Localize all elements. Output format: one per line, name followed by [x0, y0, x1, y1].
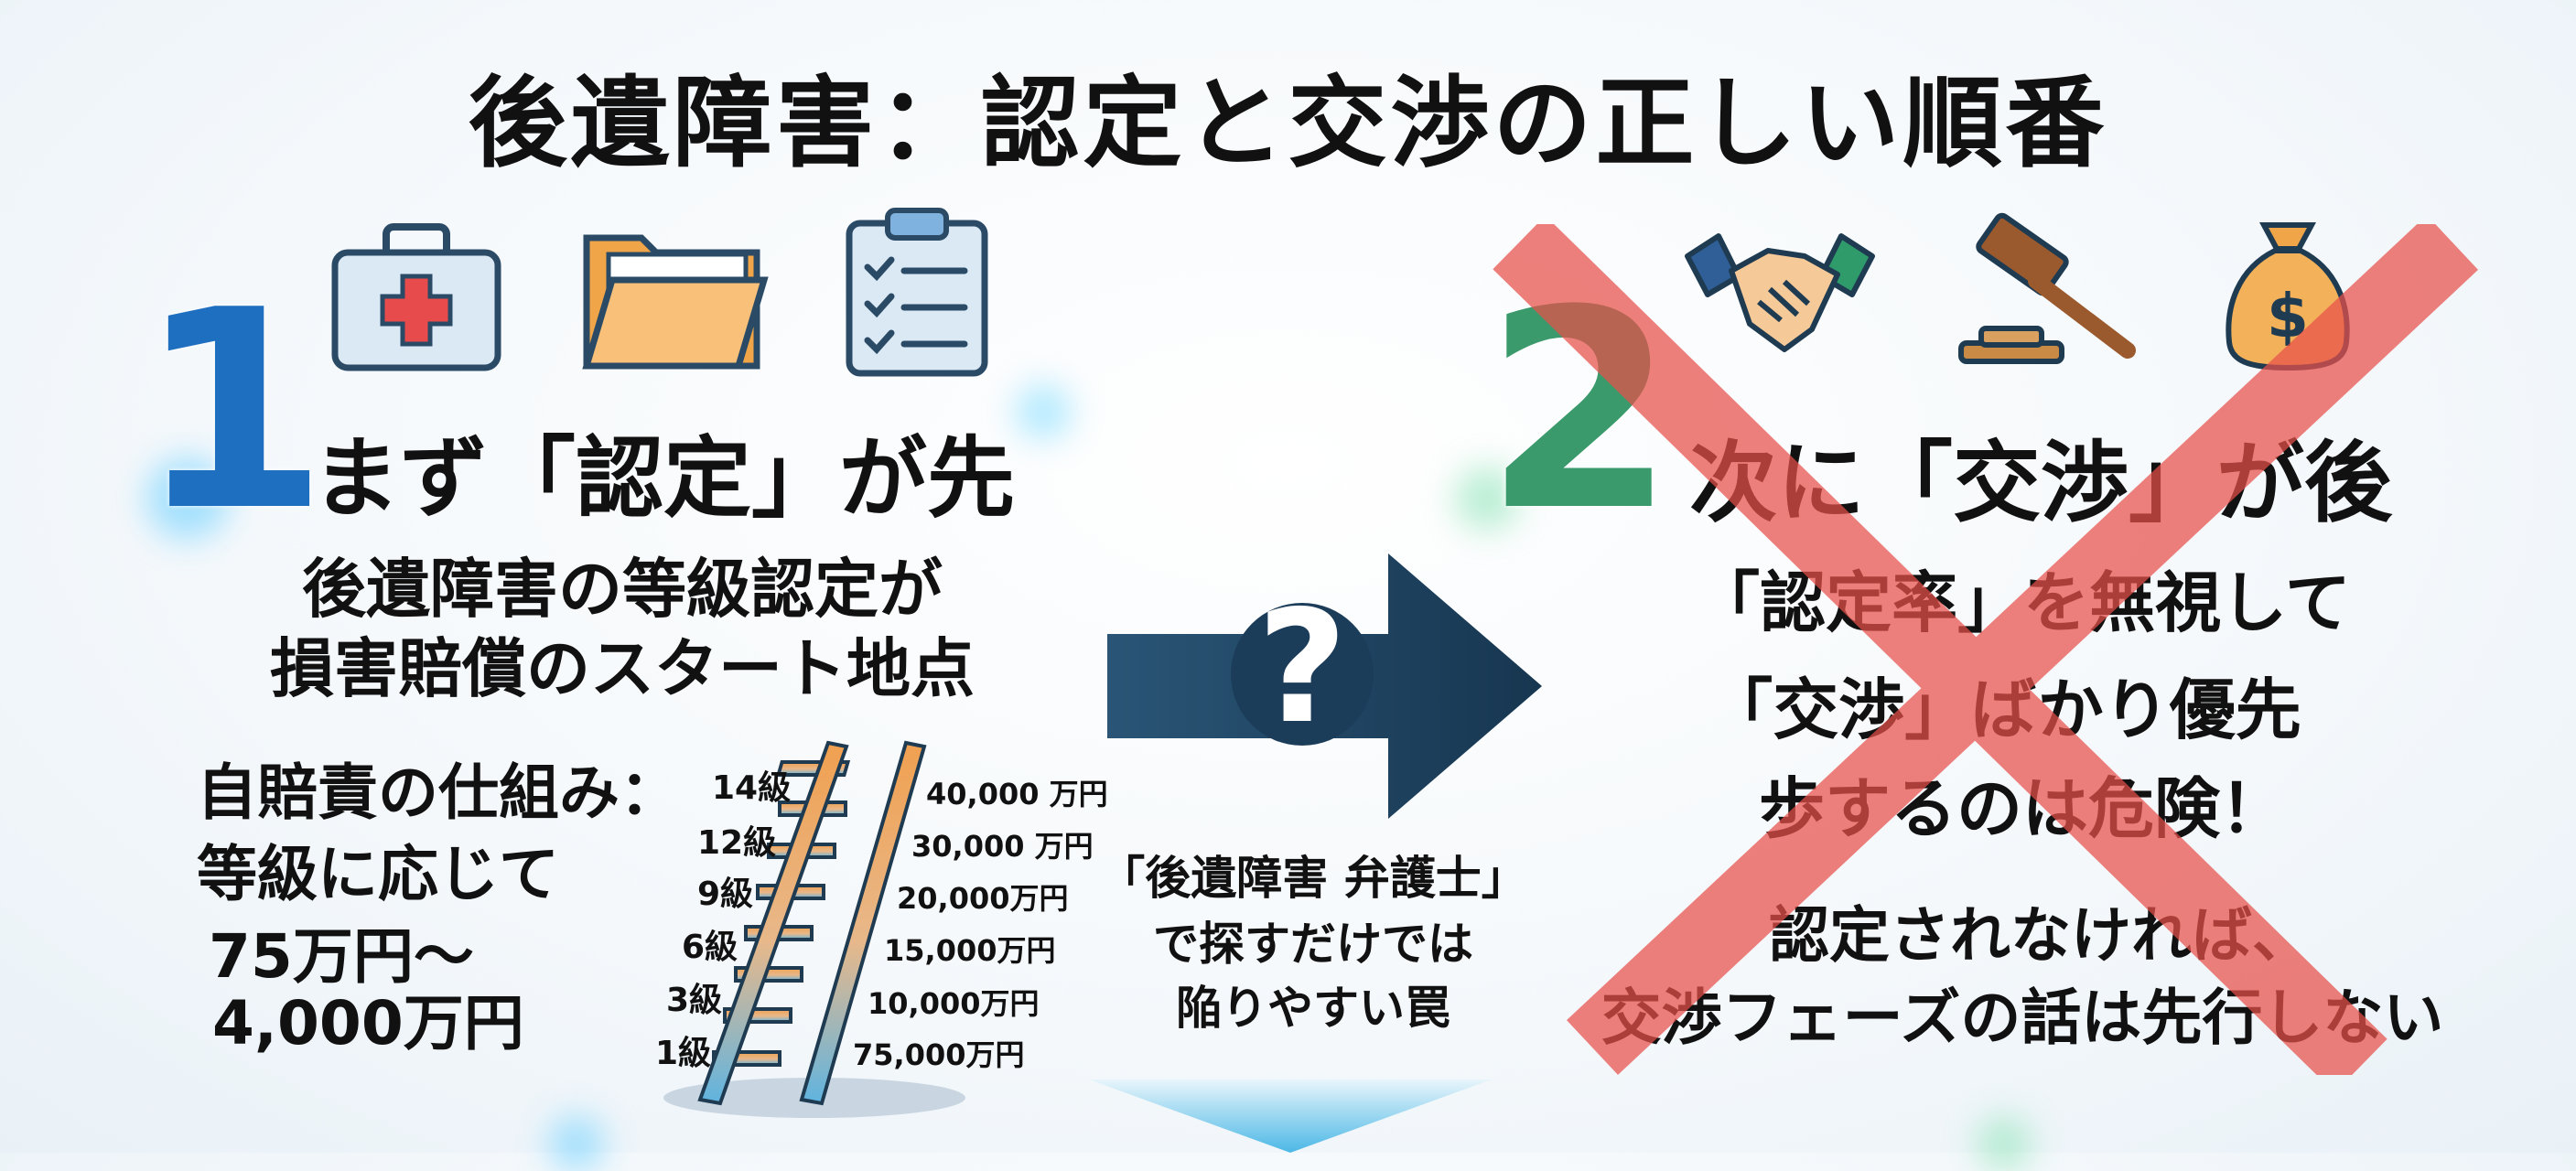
svg-text:$: $	[2267, 281, 2309, 351]
clipboard-checklist-icon	[846, 208, 988, 377]
jibaiseki-text: 等級に応じて	[197, 839, 559, 909]
warning-line: 歩するのは危険！	[1758, 770, 2286, 847]
step-2-heading: 次に「交渉」が後	[1689, 432, 2392, 534]
ladder-amount: 40,000 万円	[926, 777, 1108, 811]
ladder-grade: 3級	[666, 982, 723, 1019]
step-1-subtitle-line: 後遺障害の等級認定が	[302, 552, 943, 627]
ladder-grade: 12級	[697, 824, 777, 862]
ladder-amount: 30,000 万円	[911, 829, 1094, 864]
warning-line: 「交渉」ばかり優先	[1707, 671, 2301, 748]
page-title: 後遺障害：認定と交渉の正しい順番	[468, 67, 2108, 181]
step-1-number: 1	[137, 252, 329, 571]
folder-icon	[582, 234, 769, 370]
glow-decoration	[549, 1116, 604, 1171]
note-line: 交渉フェーズの話は先行しない	[1601, 983, 2444, 1053]
ladder-grade: 14級	[712, 769, 792, 807]
ladder-grade: 1級	[655, 1035, 712, 1072]
ladder-illustration	[663, 740, 965, 1118]
ladder-grade: 6級	[682, 929, 738, 966]
ladder-grade: 9級	[697, 876, 754, 913]
step-1-subtitle-line: 損害賠償のスタート地点	[270, 631, 975, 706]
glow-decoration	[146, 457, 229, 540]
glow-decoration	[1977, 1116, 2032, 1171]
medical-kit-icon	[331, 223, 501, 371]
trap-text-line: 陥りやすい罠	[1176, 982, 1450, 1035]
warning-line: 「認定率」を無視して	[1694, 564, 2351, 641]
money-bag-icon: $	[2226, 222, 2350, 371]
jibaiseki-label: 自賠責の仕組み：	[197, 757, 680, 828]
ladder-amount: 75,000万円	[853, 1037, 1025, 1072]
handshake-icon	[1685, 233, 1875, 352]
ladder-amount: 10,000万円	[868, 986, 1040, 1021]
down-chevron-icon	[1089, 1080, 1492, 1153]
ladder-amount: 20,000万円	[897, 881, 1069, 916]
gavel-icon	[1958, 212, 2136, 364]
jibaiseki-max-amount: 4,000万円	[212, 988, 524, 1058]
ladder-amount: 15,000万円	[884, 933, 1056, 968]
glow-decoration	[1016, 384, 1071, 439]
trap-text-line: 「後遺障害 弁護士」	[1099, 852, 1527, 905]
step-1-heading: まず「認定」が先	[312, 427, 1015, 530]
note-line: 認定されなければ、	[1769, 900, 2312, 971]
question-mark-icon: ?	[1256, 577, 1348, 758]
jibaiseki-min-amount: 75万円〜	[209, 921, 474, 992]
right-arrow-icon	[1107, 553, 1542, 819]
trap-text-line: で探すだけでは	[1153, 918, 1473, 971]
